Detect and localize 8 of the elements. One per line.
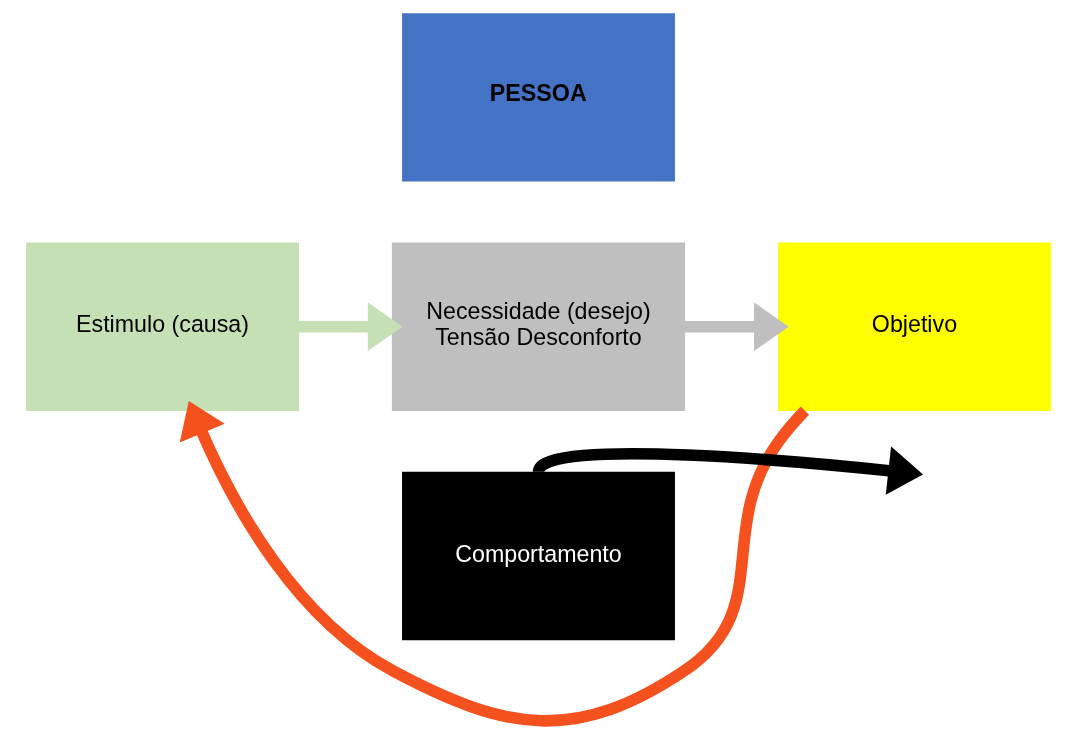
arrow — [179, 401, 809, 727]
arrow — [684, 302, 789, 352]
node-box: Necessidade (desejo) Tensão Desconforto — [391, 242, 685, 411]
node-box: Comportamento — [401, 471, 675, 641]
node-box: PESSOA — [401, 13, 675, 182]
node-box: Estimulo (causa) — [25, 242, 299, 411]
node-box: Objetivo — [777, 242, 1051, 411]
arrow — [298, 302, 403, 352]
